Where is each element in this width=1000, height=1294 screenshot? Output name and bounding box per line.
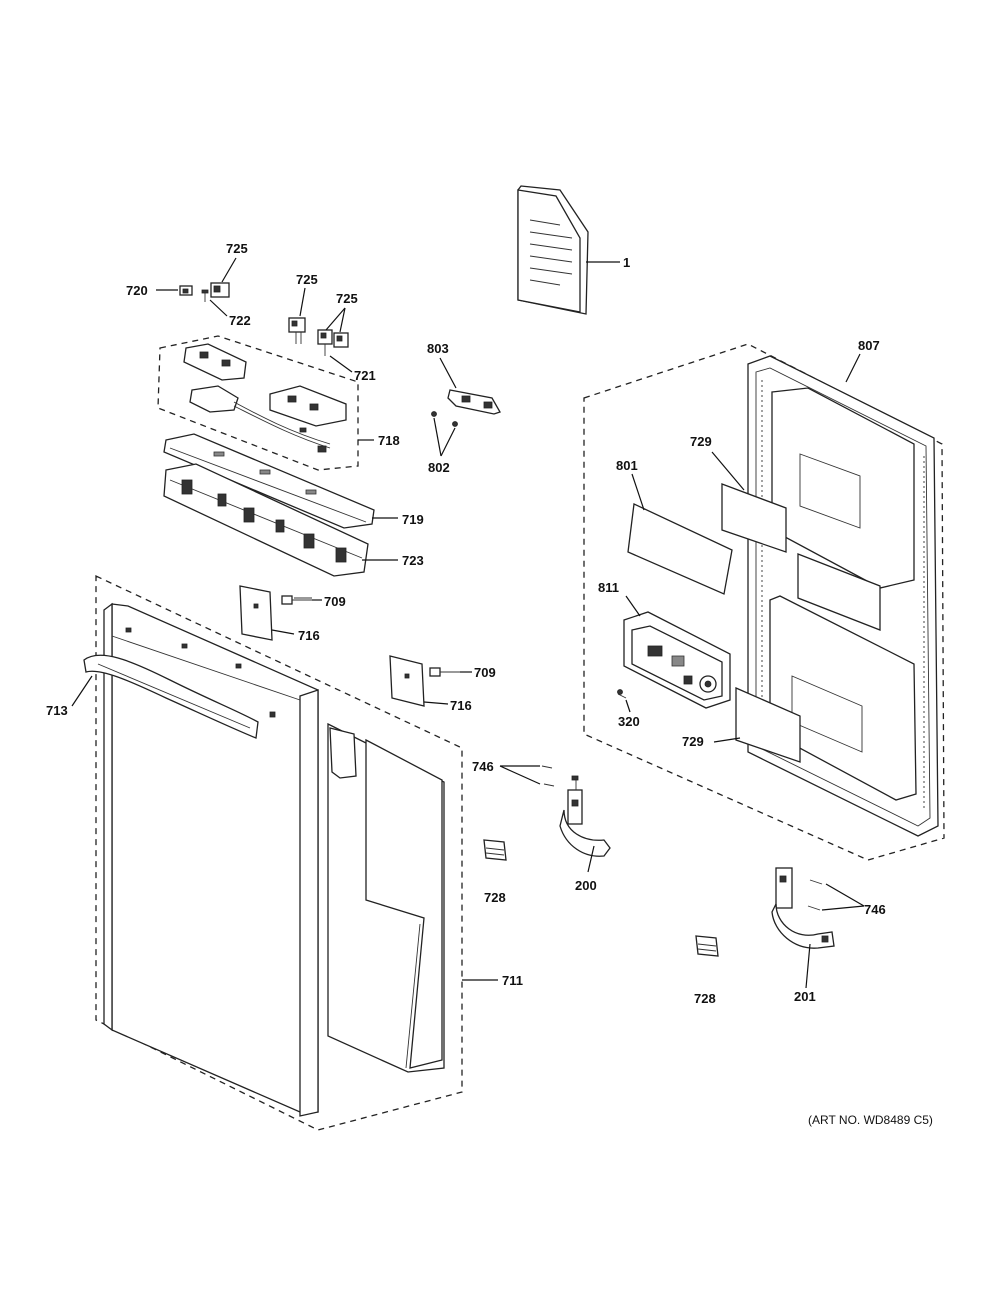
part-screw-320[interactable] bbox=[617, 689, 627, 699]
part-hinge-201[interactable] bbox=[771, 867, 835, 949]
part-hinge-cover-728b[interactable] bbox=[695, 935, 719, 957]
part-hinge-cover-728a[interactable] bbox=[483, 839, 507, 861]
part-panel-cover-719[interactable] bbox=[163, 433, 375, 529]
part-hinge-200[interactable] bbox=[559, 775, 611, 857]
callout-802: 802 bbox=[428, 460, 450, 475]
part-control-board-718[interactable] bbox=[183, 343, 347, 453]
callout-716b: 716 bbox=[450, 698, 472, 713]
callout-729b: 729 bbox=[682, 734, 704, 749]
callout-719: 719 bbox=[402, 512, 424, 527]
callout-811: 811 bbox=[598, 580, 619, 595]
part-manual[interactable] bbox=[517, 185, 589, 315]
art-number: (ART NO. WD8489 C5) bbox=[808, 1113, 933, 1127]
part-bracket-716-upper[interactable] bbox=[239, 585, 273, 641]
callout-746a: 746 bbox=[472, 759, 494, 774]
callout-201: 201 bbox=[794, 989, 816, 1004]
callout-716a: 716 bbox=[298, 628, 320, 643]
callout-807: 807 bbox=[858, 338, 880, 353]
callout-725a: 725 bbox=[226, 241, 248, 256]
callout-720: 720 bbox=[126, 283, 148, 298]
part-label-729-upper[interactable] bbox=[721, 483, 787, 553]
part-bracket-716-lower[interactable] bbox=[389, 655, 425, 707]
part-bracket-803[interactable] bbox=[447, 389, 501, 415]
part-control-module-811[interactable] bbox=[623, 611, 731, 709]
callout-729a: 729 bbox=[690, 434, 712, 449]
part-label-729-lower[interactable] bbox=[735, 687, 801, 763]
part-switch-725b[interactable] bbox=[288, 317, 306, 344]
callout-320: 320 bbox=[618, 714, 640, 729]
part-screws-802[interactable] bbox=[431, 411, 458, 427]
callout-722: 722 bbox=[229, 313, 251, 328]
part-screws-746b[interactable] bbox=[807, 879, 823, 911]
callout-711: 711 bbox=[502, 973, 523, 988]
callout-709b: 709 bbox=[474, 665, 496, 680]
callout-725b: 725 bbox=[296, 272, 318, 287]
part-clip-720[interactable] bbox=[179, 285, 193, 296]
part-screws-746a[interactable] bbox=[541, 765, 555, 787]
callout-803: 803 bbox=[427, 341, 449, 356]
callout-721: 721 bbox=[354, 368, 376, 383]
callout-725c: 725 bbox=[336, 291, 358, 306]
part-console-723[interactable] bbox=[163, 463, 369, 577]
part-screw-709-upper[interactable] bbox=[281, 595, 312, 605]
part-label-801[interactable] bbox=[627, 503, 733, 595]
part-inner-panel-807[interactable] bbox=[747, 355, 939, 837]
part-screw-709-lower[interactable] bbox=[429, 667, 460, 677]
callout-200: 200 bbox=[575, 878, 597, 893]
callout-728a: 728 bbox=[484, 890, 506, 905]
callout-728b: 728 bbox=[694, 991, 716, 1006]
callout-801: 801 bbox=[616, 458, 638, 473]
part-handle-713[interactable] bbox=[83, 654, 259, 739]
part-switch-725c[interactable] bbox=[317, 329, 349, 356]
callout-713: 713 bbox=[46, 703, 68, 718]
part-switch-725a[interactable] bbox=[210, 282, 230, 298]
callout-723: 723 bbox=[402, 553, 424, 568]
part-screw-722[interactable] bbox=[201, 289, 209, 302]
part-door-outer-711[interactable] bbox=[103, 602, 445, 1117]
callout-1: 1 bbox=[623, 255, 630, 270]
callout-709a: 709 bbox=[324, 594, 346, 609]
callout-746b: 746 bbox=[864, 902, 886, 917]
callout-718: 718 bbox=[378, 433, 400, 448]
